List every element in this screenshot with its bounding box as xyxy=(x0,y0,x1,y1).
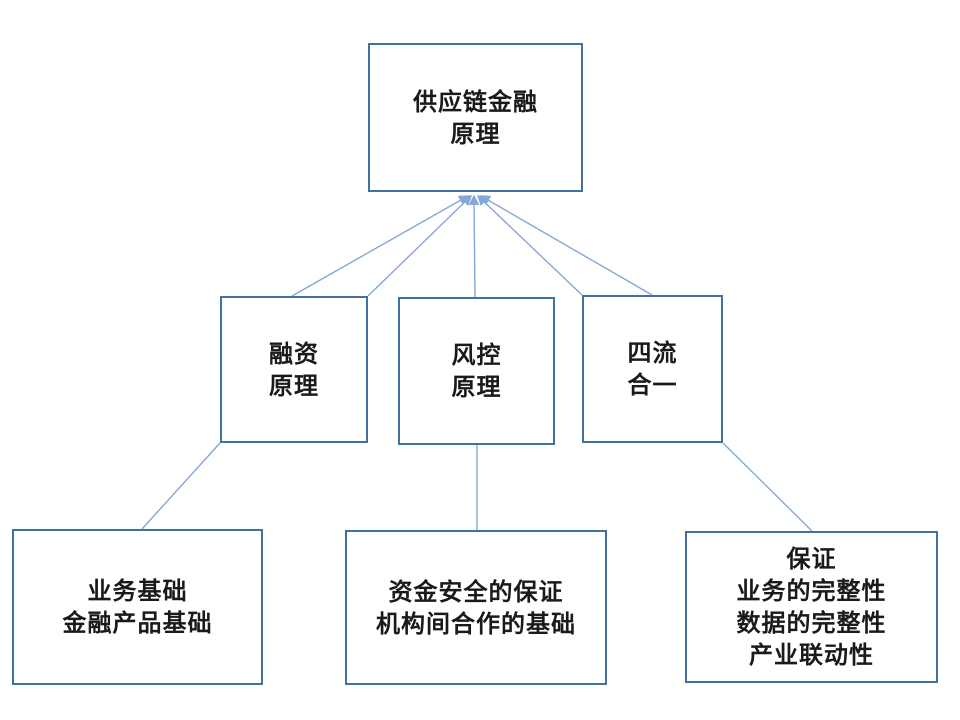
node-label: 融资 原理 xyxy=(269,338,319,402)
node-label-line: 原理 xyxy=(451,372,502,401)
node-label-line: 保证 xyxy=(786,544,837,573)
node-label-line: 融资 xyxy=(269,338,319,368)
node-label-line: 四流 xyxy=(627,338,678,367)
node-capital-safety-guarantee: 资金安全的保证 机构间合作的基础 xyxy=(345,530,607,685)
node-label-line: 资金安全的保证 xyxy=(388,576,564,606)
node-label: 四流 合一 xyxy=(628,337,678,401)
edge-four-flows-to-guarantee xyxy=(722,442,813,532)
node-label-line: 业务的完整性 xyxy=(736,576,887,605)
edge-financing-to-root-2 xyxy=(367,194,473,297)
node-label-line: 合一 xyxy=(627,370,678,399)
edge-financing-to-root-1 xyxy=(291,195,470,297)
edge-risk-control-to-root xyxy=(468,194,480,298)
node-label-line: 供应链金融 xyxy=(413,86,538,116)
node-label-line: 产业联动性 xyxy=(749,640,874,669)
node-label-line: 数据的完整性 xyxy=(736,608,887,637)
node-label: 保证 业务的完整性 数据的完整性 产业联动性 xyxy=(737,543,887,671)
edge-four-flows-to-root-2 xyxy=(479,195,653,296)
node-business-foundation: 业务基础 金融产品基础 xyxy=(12,529,263,685)
node-integrity-guarantees: 保证 业务的完整性 数据的完整性 产业联动性 xyxy=(685,531,938,683)
node-label-line: 机构间合作的基础 xyxy=(376,608,576,638)
node-four-flows-in-one: 四流 合一 xyxy=(582,295,723,443)
node-label-line: 风控 xyxy=(451,340,502,369)
edge-four-flows-to-root-1 xyxy=(476,194,583,296)
node-label-line: 原理 xyxy=(269,370,319,400)
node-label: 业务基础 金融产品基础 xyxy=(63,575,213,639)
node-label: 风控 原理 xyxy=(452,339,502,403)
node-risk-control-principles: 风控 原理 xyxy=(398,297,555,445)
node-label: 供应链金融 原理 xyxy=(413,86,538,150)
node-financing-principles: 融资 原理 xyxy=(220,296,368,443)
node-label: 资金安全的保证 机构间合作的基础 xyxy=(376,576,576,640)
node-label-line: 业务基础 xyxy=(87,576,188,605)
node-label-line: 原理 xyxy=(450,118,501,148)
edge-financing-to-business xyxy=(141,442,221,530)
node-supply-chain-finance-principles: 供应链金融 原理 xyxy=(368,43,583,192)
node-label-line: 金融产品基础 xyxy=(62,608,213,637)
